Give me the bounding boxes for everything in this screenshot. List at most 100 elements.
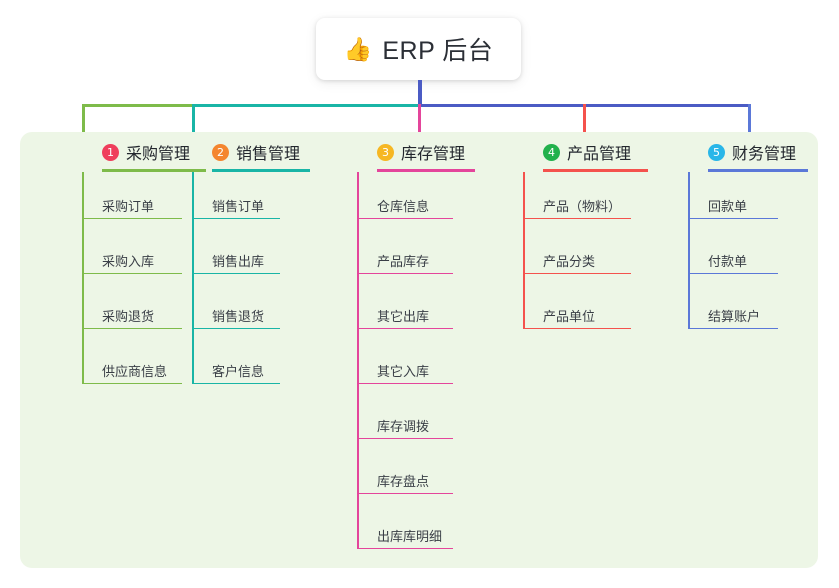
branch-item-underline — [688, 327, 778, 329]
branch-item-underline — [357, 217, 453, 219]
branch-item-label: 供应商信息 — [102, 364, 168, 379]
root-node-title: ERP 后台 — [382, 37, 494, 65]
branch-item-underline — [192, 382, 280, 384]
branch-item-underline — [192, 327, 280, 329]
branch-item-label: 其它出库 — [377, 309, 430, 324]
branch-title: 采购管理 — [126, 146, 191, 163]
branch-item-label: 其它入库 — [377, 364, 430, 379]
branch-item-underline — [82, 217, 182, 219]
branch-item-underline — [357, 492, 453, 494]
branch-item-label: 采购入库 — [102, 254, 155, 269]
branch-number-badge: 5 — [708, 143, 725, 161]
branch-item-label: 客户信息 — [212, 364, 265, 379]
branch-number-badge: 3 — [377, 143, 394, 161]
branch-title-underline — [543, 169, 648, 172]
branch-item-underline — [523, 272, 631, 274]
branch-item-underline — [357, 272, 453, 274]
branch-title-underline — [377, 169, 475, 172]
branch-title: 产品管理 — [567, 146, 632, 163]
branch-item[interactable]: 其它出库 — [357, 297, 453, 329]
branch-item[interactable]: 产品分类 — [523, 242, 631, 274]
branch-item-label: 付款单 — [708, 254, 748, 269]
branch-header-产品管理[interactable]: 4 产品管理 — [523, 132, 648, 172]
branch-item-underline — [523, 217, 631, 219]
branch-item[interactable]: 产品单位 — [523, 297, 631, 329]
branch-item-underline — [688, 217, 778, 219]
branch-item[interactable]: 采购退货 — [82, 297, 182, 329]
branch-item[interactable]: 产品库存 — [357, 242, 453, 274]
branch-column-3: 3 库存管理仓库信息产品库存其它出库其它入库库存调拨库存盘点出库库明细 — [357, 132, 475, 549]
branch-title-underline — [102, 169, 206, 172]
branch-column-5: 5 财务管理回款单付款单结算账户 — [688, 132, 808, 329]
branch-header-销售管理[interactable]: 2 销售管理 — [192, 132, 310, 172]
branch-item-label: 产品分类 — [543, 254, 596, 269]
branch-item-underline — [357, 547, 453, 549]
branch-item-label: 销售退货 — [212, 309, 265, 324]
branch-item-label: 库存调拨 — [377, 419, 430, 434]
branch-title-underline — [708, 169, 808, 172]
branch-item[interactable]: 结算账户 — [688, 297, 778, 329]
branch-number-badge: 2 — [212, 143, 229, 161]
branch-item[interactable]: 销售退货 — [192, 297, 280, 329]
branch-item-label: 产品单位 — [543, 309, 596, 324]
connector-horizontal-segment-2 — [192, 104, 418, 107]
branch-item[interactable]: 出库库明细 — [357, 517, 453, 549]
branch-number-badge: 4 — [543, 143, 560, 161]
connector-drop-5 — [748, 104, 751, 144]
branch-header-库存管理[interactable]: 3 库存管理 — [357, 132, 475, 172]
branch-item-underline — [688, 272, 778, 274]
branch-column-2: 2 销售管理销售订单销售出库销售退货客户信息 — [192, 132, 310, 384]
thumbs-up-emoji: 👍 — [343, 35, 373, 62]
branch-title-underline — [212, 169, 310, 172]
branch-header-财务管理[interactable]: 5 财务管理 — [688, 132, 808, 172]
branches-panel: 1 采购管理采购订单采购入库采购退货供应商信息 2 销售管理销售订单销售出库销售退货客… — [20, 132, 818, 568]
branch-header-采购管理[interactable]: 1 采购管理 — [82, 132, 206, 172]
branch-item-underline — [357, 382, 453, 384]
branch-item[interactable]: 回款单 — [688, 187, 778, 219]
branch-item[interactable]: 采购入库 — [82, 242, 182, 274]
branch-item-label: 结算账户 — [708, 309, 761, 324]
root-stem-connector — [418, 80, 422, 106]
branch-item[interactable]: 采购订单 — [82, 187, 182, 219]
branch-item[interactable]: 付款单 — [688, 242, 778, 274]
branch-item-label: 销售出库 — [212, 254, 265, 269]
branch-spine-line — [192, 172, 194, 384]
branch-item-label: 采购退货 — [102, 309, 155, 324]
connector-drop-2 — [192, 104, 195, 144]
branch-item-underline — [357, 437, 453, 439]
branch-item-underline — [82, 382, 182, 384]
branch-title: 财务管理 — [732, 146, 797, 163]
branch-item-label: 出库库明细 — [377, 529, 443, 544]
branch-title: 销售管理 — [236, 146, 301, 163]
branch-column-1: 1 采购管理采购订单采购入库采购退货供应商信息 — [82, 132, 206, 384]
branch-item-label: 库存盘点 — [377, 474, 430, 489]
branch-item[interactable]: 销售出库 — [192, 242, 280, 274]
branch-item[interactable]: 其它入库 — [357, 352, 453, 384]
branch-item[interactable]: 库存盘点 — [357, 462, 453, 494]
branch-title: 库存管理 — [401, 146, 466, 163]
branch-item-label: 采购订单 — [102, 199, 155, 214]
branch-item[interactable]: 客户信息 — [192, 352, 280, 384]
branch-item-underline — [82, 272, 182, 274]
branch-item-underline — [523, 327, 631, 329]
branch-item[interactable]: 产品（物料） — [523, 187, 631, 219]
branch-item[interactable]: 销售订单 — [192, 187, 280, 219]
branch-item-underline — [192, 217, 280, 219]
branch-item[interactable]: 库存调拨 — [357, 407, 453, 439]
connector-horizontal-segment-1 — [82, 104, 192, 107]
branch-item-label: 仓库信息 — [377, 199, 430, 214]
branch-column-4: 4 产品管理产品（物料） 产品分类产品单位 — [523, 132, 648, 329]
connector-drop-3 — [418, 104, 421, 144]
branch-item-label: 销售订单 — [212, 199, 265, 214]
branch-item-label: 产品（物料） — [543, 199, 622, 214]
branch-item-underline — [192, 272, 280, 274]
branch-item-label: 回款单 — [708, 199, 748, 214]
branch-number-badge: 1 — [102, 143, 119, 161]
branch-item[interactable]: 供应商信息 — [82, 352, 182, 384]
branch-spine-line — [688, 172, 690, 329]
root-node-card[interactable]: 👍 ERP 后台 — [316, 18, 521, 80]
connector-drop-4 — [583, 104, 586, 144]
branch-spine-line — [523, 172, 525, 329]
branch-item[interactable]: 仓库信息 — [357, 187, 453, 219]
